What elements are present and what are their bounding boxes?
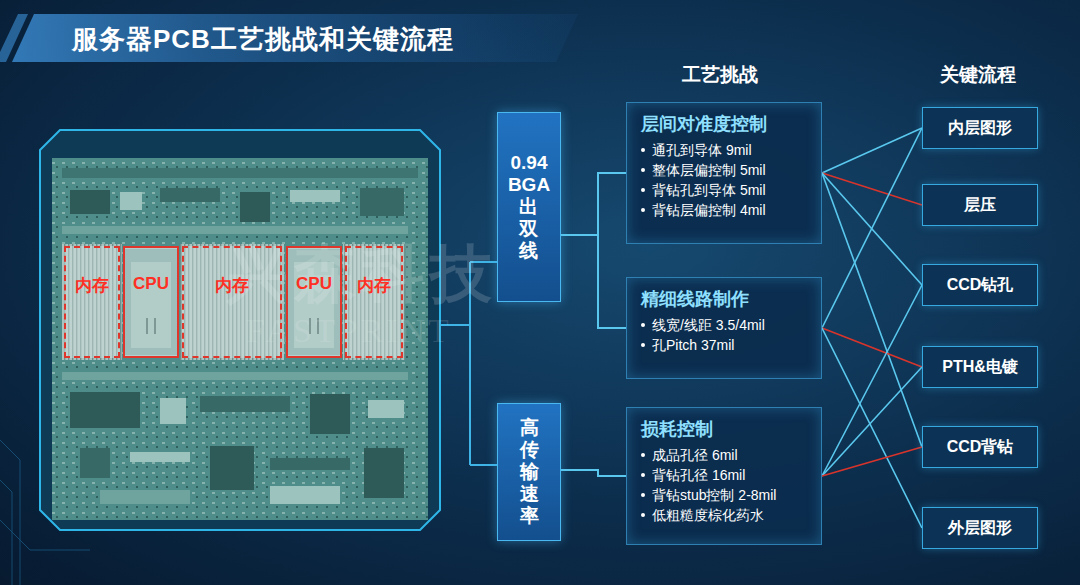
box-text: 内存 <box>357 274 391 297</box>
box-heading: 精细线路制作 <box>641 287 809 311</box>
box-text: CPU <box>133 274 169 294</box>
bullet-row: 背钻stub控制 2-8mil <box>641 485 809 505</box>
connector <box>822 328 922 528</box>
bullet-text: 背钻层偏控制 4mil <box>652 200 766 220</box>
connector <box>822 367 922 476</box>
connector <box>822 128 922 328</box>
box-text: 外层图形 <box>948 518 1012 539</box>
vertical-char: 出 <box>508 196 550 218</box>
bullet-text: 通孔到导体 9mil <box>652 140 752 160</box>
challenge-box: 层间对准度控制通孔到导体 9mil整体层偏控制 5mil背钻孔到导体 5mil背… <box>626 102 822 244</box>
bullet-text: 低粗糙度棕化药水 <box>652 505 764 525</box>
column-heading: 关键流程 <box>940 62 1016 88</box>
box-text: 0.94 BGA出双线 <box>508 152 550 261</box>
bullet-text: 整体层偏控制 5mil <box>652 160 766 180</box>
connector <box>561 235 626 328</box>
process-box: 外层图形 <box>922 507 1038 549</box>
vertical-char: 0.94 <box>508 152 550 174</box>
bullet-dot <box>641 473 645 477</box>
memory-heatsinks <box>62 244 405 360</box>
box-text: PTH&电镀 <box>942 357 1018 378</box>
bullet-dot <box>641 493 645 497</box>
vertical-char: 输 <box>520 461 539 483</box>
box-heading: 层间对准度控制 <box>641 112 809 136</box>
bullet-dot <box>641 188 645 192</box>
connector <box>822 328 922 367</box>
pcb-board <box>52 158 428 520</box>
requirement-box: 0.94 BGA出双线 <box>497 112 561 302</box>
challenge-box: 损耗控制成品孔径 6mil背钻孔径 16mil背钻stub控制 2-8mil低粗… <box>626 407 822 545</box>
process-box: 内层图形 <box>922 107 1038 149</box>
bullet-dot <box>641 148 645 152</box>
vertical-char: 高 <box>520 417 539 439</box>
page-title: 服务器PCB工艺挑战和关键流程 <box>72 22 454 57</box>
bullet-row: 背钻层偏控制 4mil <box>641 200 809 220</box>
connector <box>822 447 922 476</box>
box-text: CCD背钻 <box>947 437 1014 458</box>
connector <box>822 173 922 447</box>
title-accent <box>0 14 28 62</box>
challenge-box: 精细线路制作线宽/线距 3.5/4mil孔Pitch 37mil <box>626 277 822 379</box>
process-box: PTH&电镀 <box>922 346 1038 388</box>
cpu-region: CPU <box>286 246 342 358</box>
box-text: 内层图形 <box>948 118 1012 139</box>
vertical-char: 率 <box>520 505 539 527</box>
requirement-box: 高传输速率 <box>497 403 561 541</box>
memory-region: 内存 <box>182 246 282 358</box>
process-box: CCD钻孔 <box>922 264 1038 306</box>
memory-region: 内存 <box>64 246 120 358</box>
vertical-char: 双 <box>508 218 550 240</box>
vertical-char: 速 <box>520 483 539 505</box>
bullet-row: 背钻孔到导体 5mil <box>641 180 809 200</box>
bullet-row: 通孔到导体 9mil <box>641 140 809 160</box>
process-box: 层压 <box>922 184 1038 226</box>
column-heading: 工艺挑战 <box>682 62 758 88</box>
bullet-text: 成品孔径 6mil <box>652 445 738 465</box>
bullet-text: 孔Pitch 37mil <box>652 335 734 355</box>
pcb-frame <box>40 130 440 530</box>
bullet-text: 线宽/线距 3.5/4mil <box>652 315 765 335</box>
memory-region: 内存 <box>345 246 403 358</box>
bullet-row: 线宽/线距 3.5/4mil <box>641 315 809 335</box>
bullet-text: 背钻stub控制 2-8mil <box>652 485 776 505</box>
box-text: 内存 <box>215 274 249 297</box>
bullet-row: 整体层偏控制 5mil <box>641 160 809 180</box>
pcb-components <box>62 168 418 504</box>
title-bar <box>12 14 578 62</box>
box-text: CCD钻孔 <box>947 275 1014 296</box>
box-text: 高传输速率 <box>520 417 539 526</box>
cpu-region: CPU <box>123 246 179 358</box>
vertical-char: 传 <box>520 439 539 461</box>
connector <box>822 285 922 476</box>
vertical-char: 线 <box>508 240 550 262</box>
box-heading: 损耗控制 <box>641 417 809 441</box>
connector <box>822 128 922 173</box>
connector <box>561 173 626 235</box>
bullet-row: 背钻孔径 16mil <box>641 465 809 485</box>
vertical-char: BGA <box>508 174 550 196</box>
bullet-row: 孔Pitch 37mil <box>641 335 809 355</box>
bullet-dot <box>641 453 645 457</box>
bullet-dot <box>641 513 645 517</box>
process-box: CCD背钻 <box>922 426 1038 468</box>
connector <box>561 470 626 476</box>
bullet-dot <box>641 168 645 172</box>
bullet-text: 背钻孔径 16mil <box>652 465 745 485</box>
bullet-dot <box>641 208 645 212</box>
bullet-dot <box>641 343 645 347</box>
bullet-row: 成品孔径 6mil <box>641 445 809 465</box>
bullet-row: 低粗糙度棕化药水 <box>641 505 809 525</box>
box-text: CPU <box>296 274 332 294</box>
bullet-dot <box>641 323 645 327</box>
bullet-text: 背钻孔到导体 5mil <box>652 180 766 200</box>
box-text: 内存 <box>75 274 109 297</box>
box-text: 层压 <box>964 195 996 216</box>
